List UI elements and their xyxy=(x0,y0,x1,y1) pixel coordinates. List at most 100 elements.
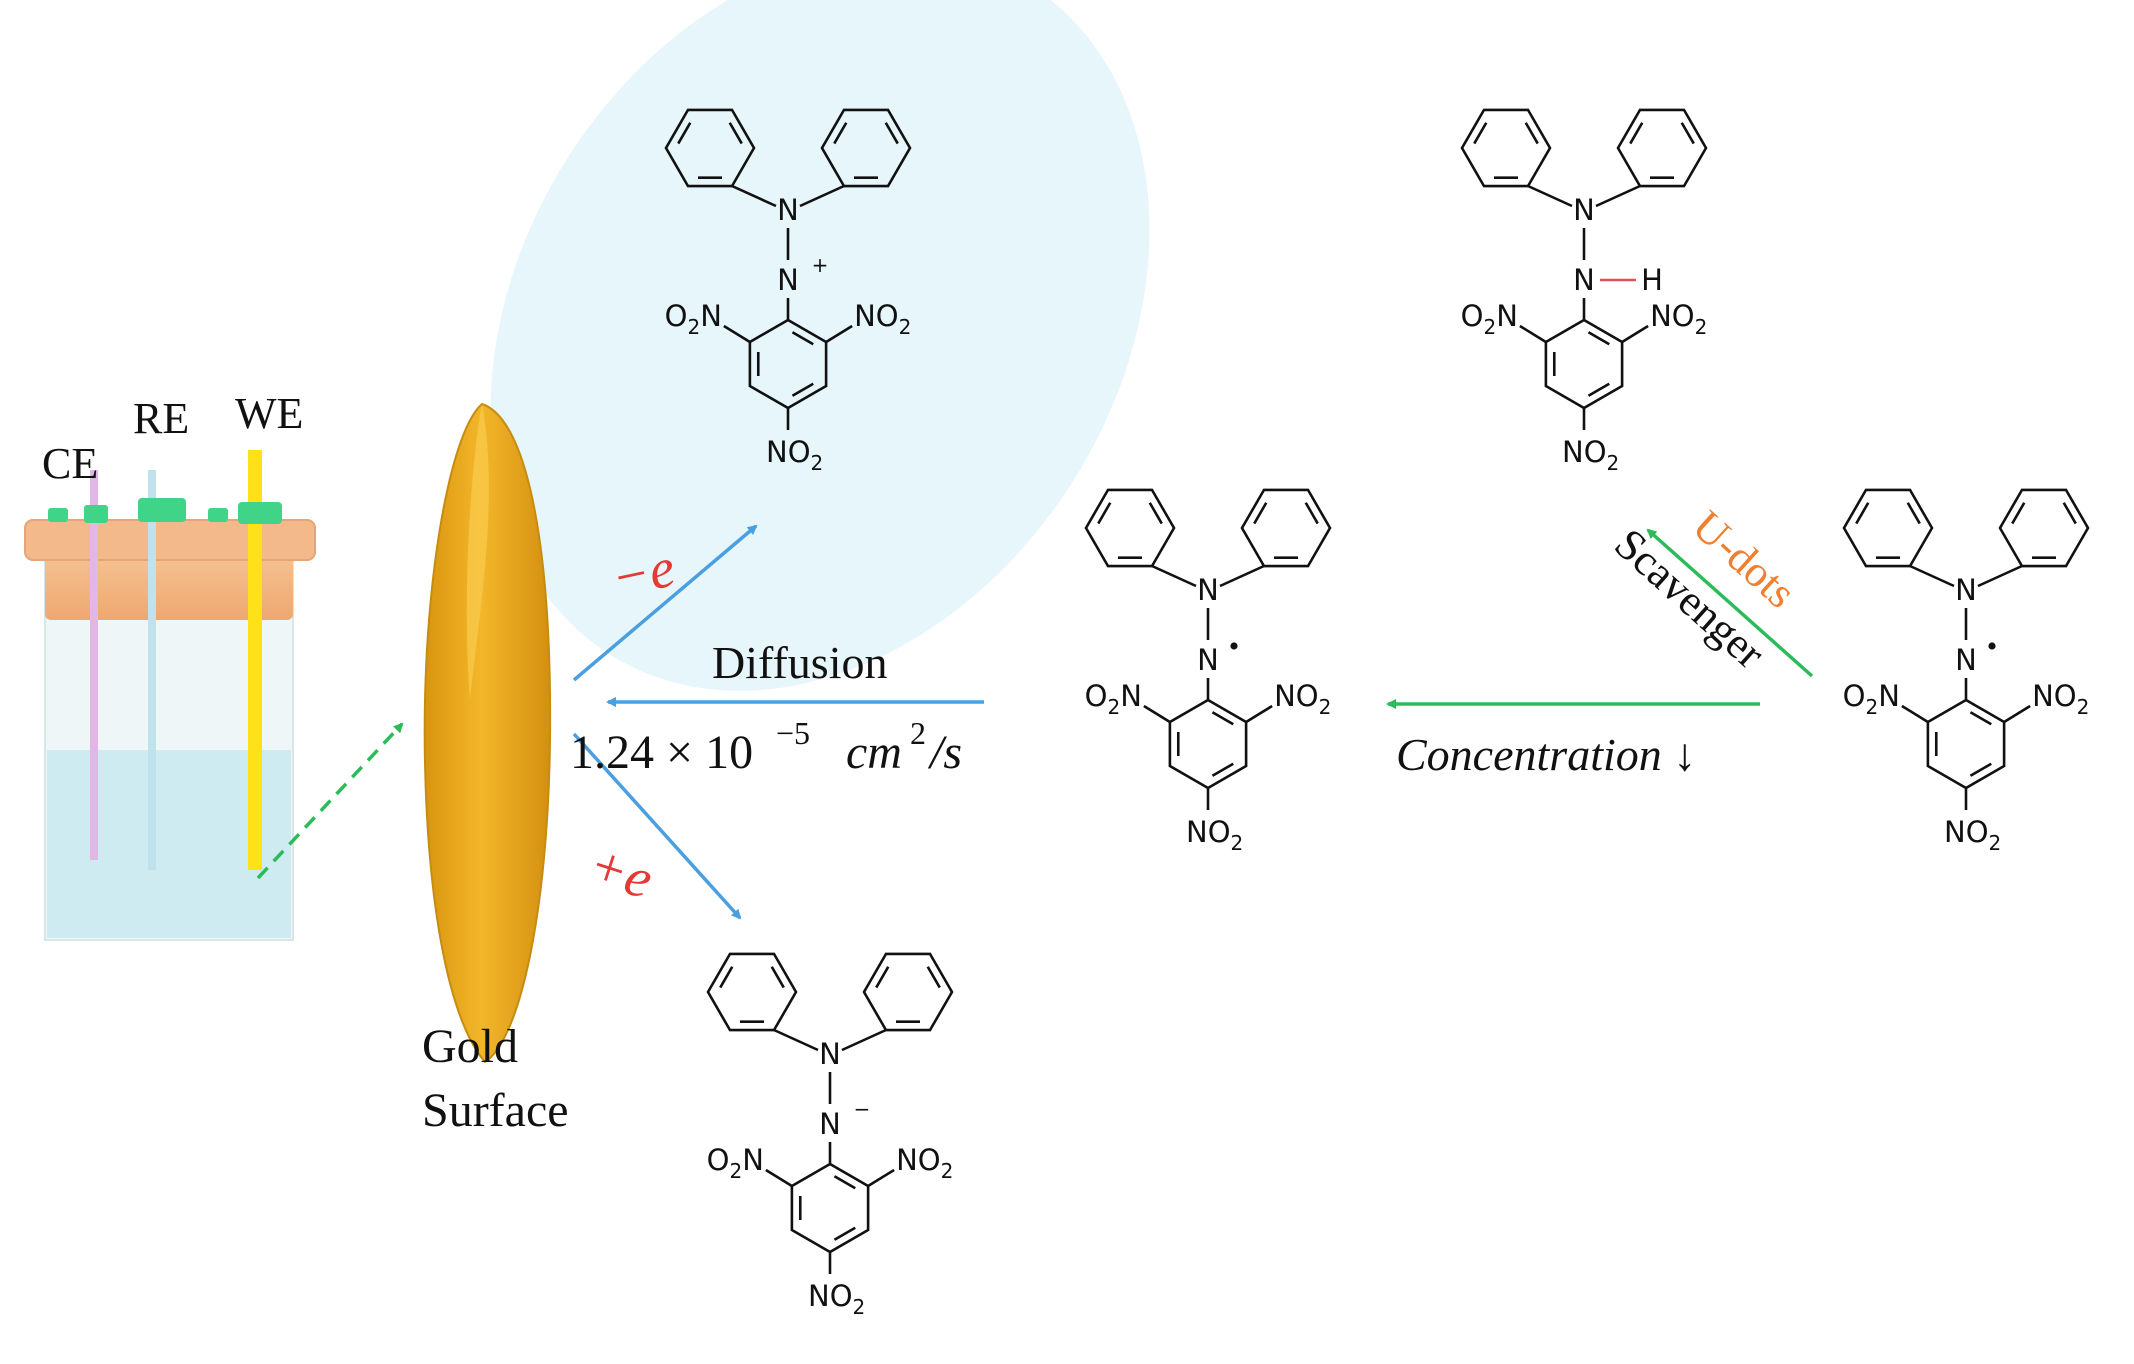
molecule-radical-center-nitro-bottom: NO2 xyxy=(1186,815,1243,855)
molecule-anion-bond-n-right xyxy=(841,1028,887,1052)
molecule-reduced-nh-nitro-left: O2N xyxy=(1461,299,1518,339)
molecule-anion-picryl-ring-double-bond xyxy=(833,1175,856,1190)
molecule-cation-phenyl-right-double-bond xyxy=(884,122,899,145)
molecule-radical-right-nitro-bottom: NO2 xyxy=(1944,815,2001,855)
molecule-radical-center-nitro-right: NO2 xyxy=(1274,679,1331,719)
molecule-radical-right-phenyl-right xyxy=(1998,488,2090,568)
molecule-radical-right-phenyl-left xyxy=(1842,488,1934,568)
molecule-cation-phenyl-right-double-bond xyxy=(833,122,848,145)
molecule-radical-center-nitro-left: O2N xyxy=(1085,679,1142,719)
molecule-reduced-nh-picryl-ring-double-bond xyxy=(1587,331,1610,346)
gold-surface-label-line2: Surface xyxy=(422,1084,569,1137)
molecule-reduced-nh-n-upper: N xyxy=(1573,193,1595,227)
molecule-radical-right-n-upper: N xyxy=(1955,573,1977,607)
molecule-cation-bond-nitro-right xyxy=(825,324,853,344)
molecule-radical-right-n-lower: N xyxy=(1955,643,1977,677)
molecule-anion-nitro-right: NO2 xyxy=(896,1143,953,1183)
molecule-radical-right-phenyl-left-double-bond xyxy=(1906,502,1921,525)
molecule-reduced-nh-nitro-bottom: NO2 xyxy=(1562,435,1619,475)
molecule-anion-phenyl-right xyxy=(862,952,954,1032)
molecule-radical-center-phenyl-right-double-bond xyxy=(1253,502,1268,525)
re-electrode xyxy=(148,470,156,870)
cap-1 xyxy=(48,508,68,522)
oxidation-arrow xyxy=(572,524,758,682)
molecule-anion-picryl-ring-double-bond xyxy=(833,1226,856,1241)
molecule-radical-right-picryl-ring-double-bond xyxy=(1969,711,1992,726)
molecule-radical-center-bond-nitro-left xyxy=(1143,704,1171,724)
molecule-radical-center-phenyl-right xyxy=(1240,488,1332,568)
molecule-radical-right-bond-nitro-right xyxy=(2003,704,2031,724)
molecule-cation-bond-n-left xyxy=(731,184,777,208)
molecule-radical-right-nitro-left: O2N xyxy=(1843,679,1900,719)
molecule-cation-n-upper: N xyxy=(777,193,799,227)
reduction-label: +e xyxy=(581,833,660,911)
molecule-reduced-nh-n-lower: N xyxy=(1573,263,1595,297)
molecule-anion-phenyl-right-double-bond xyxy=(875,966,890,989)
molecule-radical-right-radical-dot xyxy=(1988,642,1996,650)
molecule-radical-right-bond-n-left xyxy=(1909,564,1955,588)
diffusion-coefficient-value: 1.24 × 10 xyxy=(570,726,753,779)
molecule-anion-nitro-left: O2N xyxy=(707,1143,764,1183)
molecule-cation-bond-nitro-left xyxy=(723,324,751,344)
molecule-cation-nitro-left: O2N xyxy=(665,299,722,339)
gold-surface-label-line1: Gold xyxy=(422,1020,518,1073)
gold-surface-electrode: Gold Surface xyxy=(422,402,569,1137)
molecule-reduced-nh-phenyl-right xyxy=(1616,108,1708,188)
molecule-radical-center-phenyl-right-double-bond xyxy=(1304,502,1319,525)
molecule-reduced-nh-phenyl-right-double-bond xyxy=(1680,122,1695,145)
molecule-reduced-nh-bond-n-right xyxy=(1595,184,1641,208)
molecule-anion-bond-nitro-left xyxy=(765,1168,793,1188)
molecule-anion-bond-nitro-right xyxy=(867,1168,895,1188)
molecule-reduced-nh-bond-nitro-right xyxy=(1621,324,1649,344)
molecule-anion-phenyl-left-double-bond xyxy=(770,966,785,989)
gold-disc xyxy=(423,402,552,1064)
molecule-radical-center-picryl-ring xyxy=(1168,698,1248,790)
molecule-anion-n-lower: N xyxy=(819,1107,841,1141)
diffusion-label: Diffusion xyxy=(712,637,888,688)
molecule-anion-n-upper: N xyxy=(819,1037,841,1071)
molecule-anion-picryl-ring xyxy=(790,1162,870,1254)
oxidation-label: −e xyxy=(606,536,680,610)
molecule-radical-center-phenyl-left-double-bond xyxy=(1097,502,1112,525)
molecule-anion-phenyl-left xyxy=(706,952,798,1032)
molecule-reduced-nh-bond-nitro-left xyxy=(1519,324,1547,344)
molecule-radical-right-bond-nitro-left xyxy=(1901,704,1929,724)
molecule-cation-picryl-ring-double-bond xyxy=(791,382,814,397)
oxidation-highlight-bubble xyxy=(490,0,1150,691)
diffusion-coefficient-exponent: −5 xyxy=(776,715,810,751)
ce-electrode xyxy=(90,470,98,860)
molecule-radical-center-n-upper: N xyxy=(1197,573,1219,607)
molecule-anion-phenyl-right-double-bond xyxy=(926,966,941,989)
we-label: WE xyxy=(235,389,303,438)
molecule-radical-right-picryl-ring xyxy=(1926,698,2006,790)
we-electrode xyxy=(248,450,262,870)
molecule-reduced-nh-nitro-right: NO2 xyxy=(1650,299,1707,339)
molecule-anion-nitro-bottom: NO2 xyxy=(808,1279,865,1319)
electrochemical-cell: CE RE WE xyxy=(24,389,316,941)
molecule-radical-center-bond-nitro-right xyxy=(1245,704,1273,724)
molecule-radical-center-picryl-ring-double-bond xyxy=(1211,762,1234,777)
cap-2 xyxy=(84,505,108,523)
gold-disc-highlight xyxy=(466,404,489,700)
diffusion-units-exponent: 2 xyxy=(910,715,926,751)
diffusion-coefficient: 1.24 × 10 −5 cm 2 /s xyxy=(570,715,962,779)
ce-label: CE xyxy=(42,439,98,488)
cap-4 xyxy=(208,508,228,522)
reduction-arrow xyxy=(572,732,742,920)
molecule-radical-right-phenyl-right-double-bond xyxy=(2011,502,2026,525)
molecule-radical-right-picryl-ring-double-bond xyxy=(1969,762,1992,777)
molecule-radical-center-radical-dot xyxy=(1230,642,1238,650)
molecule-radical-right-bond-n-right xyxy=(1977,564,2023,588)
diffusion-units-rest: /s xyxy=(927,726,962,779)
molecule-cation-charge-plus: + xyxy=(812,253,829,277)
molecule-radical-right-phenyl-right-double-bond xyxy=(2062,502,2077,525)
molecule-reduced-nh-picryl-ring xyxy=(1544,318,1624,410)
molecule-radical-center-phenyl-left-double-bond xyxy=(1148,502,1163,525)
molecule-anion-charge-minus: − xyxy=(854,1097,871,1121)
